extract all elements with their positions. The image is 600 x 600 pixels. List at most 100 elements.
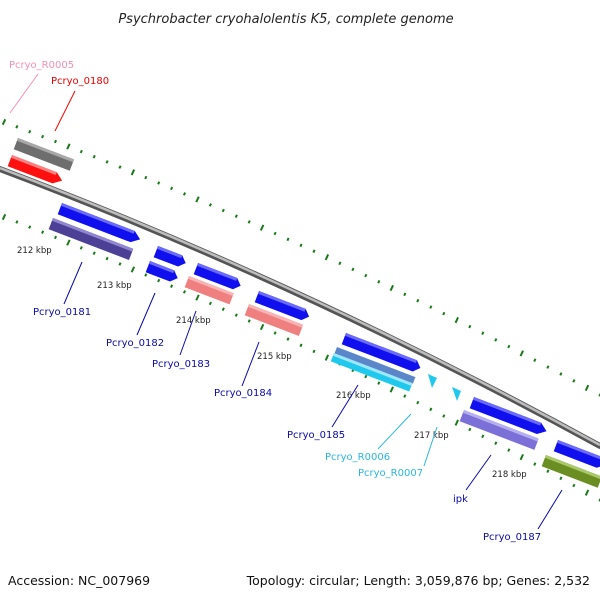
leader-line-0184 [241,341,260,387]
tick-major [130,169,136,176]
tick-label: 218 kbp [492,470,527,480]
gene-label-0182[interactable]: Pcryo_0182 [106,338,164,349]
feature-cds-arrow-0181[interactable] [57,203,143,245]
tick-minor [533,358,537,362]
tick-minor [338,261,342,266]
gene-label-R0007[interactable]: Pcryo_R0007 [358,468,423,479]
tick-minor [507,344,511,349]
tick-minor [28,225,32,229]
tick-major [1,213,7,221]
inner-tick-track [1,213,600,502]
feature-grey-block[interactable] [13,138,75,171]
tick-minor [429,407,433,412]
feature-cds-arrow-0185[interactable] [341,333,423,374]
feature-cds-arrow-0184[interactable] [254,291,312,322]
feature-cog-ipk[interactable] [459,410,539,450]
gene-label-0187[interactable]: Pcryo_0187 [483,532,541,543]
feature-cog-0185[interactable] [334,347,416,384]
tick-label: 213 kbp [97,281,132,291]
tick-minor [481,434,485,439]
feature-rrna-arrow[interactable] [7,155,65,186]
feature-cds-arrow-0187[interactable] [553,440,600,471]
tick-minor [546,469,550,473]
gene-label-R0005[interactable]: Pcryo_R0005 [9,60,74,71]
tick-minor [559,372,563,376]
tick-minor [286,337,290,341]
tick-minor [364,273,368,278]
tick-minor [507,448,511,452]
tick-minor [572,483,576,488]
tick-minor [144,273,148,277]
tick-minor [208,301,212,306]
tick-minor [182,192,187,196]
tick-major [584,489,590,496]
tick-major [130,266,136,273]
leader-line-0185 [331,384,359,428]
tick-minor [403,292,407,297]
tick-major [519,350,524,357]
tick-minor [28,129,32,134]
feature-cds-arrow-0182a[interactable] [153,246,188,269]
tick-minor [377,381,381,385]
tick-minor [118,165,122,169]
tick-major [324,354,330,361]
tick-minor [572,379,576,383]
feature-cds-arrow-0182b[interactable] [145,261,180,284]
tick-minor [234,214,238,218]
tick-minor [494,441,498,445]
tick-label: 214 kbp [176,316,211,326]
tick-minor [170,284,174,288]
tick-minor [273,231,277,236]
feature-cds-arrow-ipk[interactable] [469,397,549,437]
trna-arrow-R0007[interactable] [452,387,461,401]
tick-major [1,118,7,126]
tick-minor [53,235,58,240]
tick-minor [79,246,83,250]
tick-major [259,323,265,331]
gene-label-0184[interactable]: Pcryo_0184 [214,388,272,399]
tick-minor [15,125,19,129]
gene-label-0180[interactable]: Pcryo_0180 [51,76,109,87]
tick-minor [170,186,174,191]
feature-cog-0184[interactable] [244,304,304,336]
tick-minor [234,313,238,317]
tick-minor [442,414,446,418]
leader-line-R0007 [423,426,438,467]
tick-minor [208,203,212,207]
tick-minor [403,394,407,398]
tick-major [454,419,459,426]
feature-cog-0181[interactable] [48,218,134,261]
tick-major [66,239,71,246]
tick-minor [53,139,58,144]
tick-minor [299,243,303,248]
feature-cog-0187[interactable] [541,455,600,488]
trna-arrow-R0006[interactable] [428,374,437,388]
gene-label-ipk[interactable]: ipk [453,494,468,505]
gene-label-0185[interactable]: Pcryo_0185 [287,430,345,441]
feature-cog-0183[interactable] [184,276,234,305]
outer-tick-track [1,118,600,397]
tick-major [389,284,394,292]
tick-minor [481,331,485,335]
leader-line-0183 [179,310,197,356]
leader-line-R0006 [377,413,412,450]
tick-label: 212 kbp [17,246,52,256]
feature-cds-arrow-0183[interactable] [193,263,243,291]
leader-line-ipk [465,454,492,491]
tick-minor [377,280,381,284]
leader-line-0182 [136,292,156,336]
tick-minor [598,393,600,397]
tick-minor [312,249,316,253]
gene-label-0181[interactable]: Pcryo_0181 [33,307,91,318]
tick-major [454,316,459,324]
tick-major [519,453,524,461]
gene-label-R0006[interactable]: Pcryo_R0006 [325,452,390,463]
gene-label-0183[interactable]: Pcryo_0183 [152,359,210,370]
map-title: Psychrobacter cryohalolentis K5, complet… [118,12,453,27]
tick-minor [247,220,251,224]
tick-minor [41,230,45,234]
tick-minor [494,338,498,342]
tick-minor [468,427,472,432]
tick-minor [41,134,45,139]
